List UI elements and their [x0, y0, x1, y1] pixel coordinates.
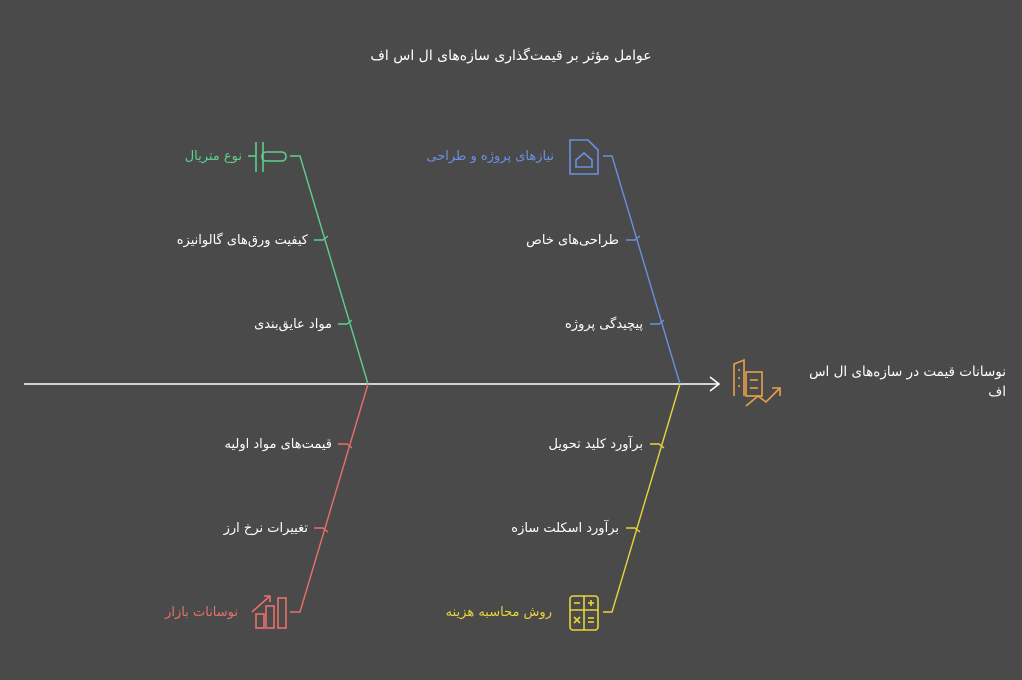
pipe-connector-icon — [248, 142, 287, 172]
category-label-design: نیازهای پروژه و طراحی — [426, 149, 554, 164]
cause-label-market-1: قیمت‌های مواد اولیه — [224, 437, 333, 452]
bone-costing — [603, 383, 681, 613]
cause-label-costing-2: برآورد اسکلت سازه — [511, 521, 619, 536]
bone-material — [290, 155, 369, 385]
market-chart-icon — [251, 595, 287, 629]
bone-market — [290, 383, 369, 613]
diagram-title: عوامل مؤثر بر قیمت‌گذاری سازه‌های ال اس … — [370, 48, 652, 64]
cause-label-material-2: مواد عایق‌بندی — [254, 317, 332, 332]
category-label-material: نوع متریال — [184, 149, 242, 164]
cause-label-design-1: طراحی‌های خاص — [526, 233, 619, 248]
category-label-costing: روش محاسبه هزینه — [445, 605, 552, 620]
cause-label-costing-1: برآورد کلید تحویل — [548, 437, 643, 452]
cause-label-market-2: تغییرات نرخ ارز — [223, 521, 308, 536]
bone-design — [603, 155, 681, 385]
cause-label-design-2: پیچیدگی پروژه — [565, 317, 643, 332]
calculator-icon — [569, 595, 599, 631]
category-label-market: نوسانات بازار — [165, 605, 238, 620]
building-chart-icon — [733, 358, 781, 407]
effect-label: نوسانات قیمت در سازه‌های ال اس اف — [809, 364, 1006, 400]
cause-label-material-1: کیفیت ورق‌های گالوانیزه — [176, 233, 308, 248]
spine-arrowhead — [709, 376, 721, 392]
document-home-icon — [569, 139, 599, 175]
